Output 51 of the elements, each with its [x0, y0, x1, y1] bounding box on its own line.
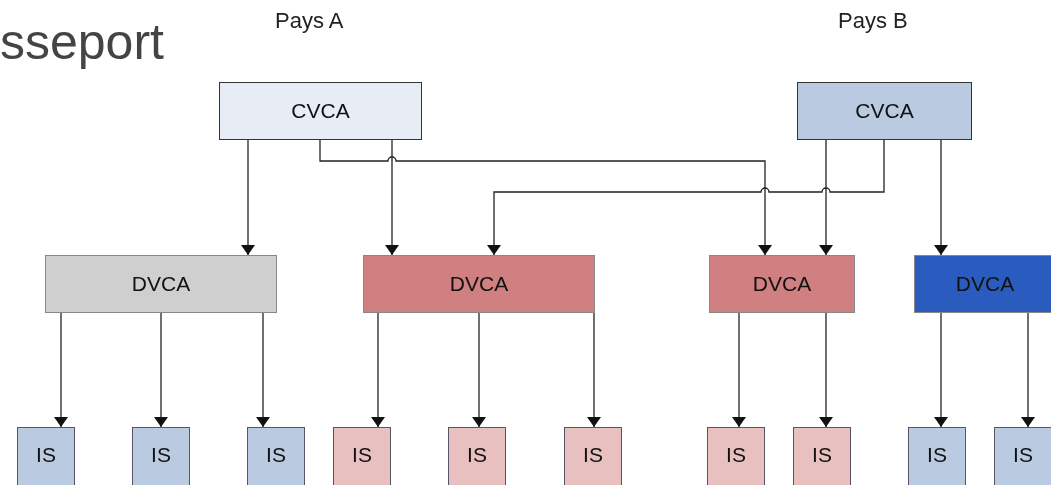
node-label: IS	[927, 443, 947, 467]
arrow	[371, 312, 385, 428]
arrow	[472, 312, 486, 428]
node-label: DVCA	[449, 272, 509, 296]
node-label: CVCA	[855, 99, 914, 123]
arrow	[819, 312, 833, 428]
node-label: IS	[352, 443, 372, 467]
node-label: IS	[266, 443, 286, 467]
dvca-box	[363, 255, 595, 313]
arrow	[934, 139, 948, 256]
node-label: IS	[151, 443, 171, 467]
arrow	[819, 139, 833, 256]
is-box	[247, 427, 305, 485]
is-box	[17, 427, 75, 485]
arrow	[256, 312, 270, 428]
is-box	[707, 427, 765, 485]
country-label: Pays A	[275, 8, 344, 34]
is-box	[448, 427, 506, 485]
node-label: DVCA	[752, 272, 812, 296]
arrow	[587, 312, 601, 428]
node-label: DVCA	[955, 272, 1015, 296]
node-label: IS	[467, 443, 487, 467]
title: sseport	[0, 13, 164, 72]
node-label: CVCA	[291, 99, 350, 123]
node-label: IS	[1013, 443, 1033, 467]
cvca-box	[797, 82, 972, 140]
arrow	[934, 312, 948, 428]
dvca-box	[45, 255, 277, 313]
is-box	[564, 427, 622, 485]
is-box	[132, 427, 190, 485]
is-box	[908, 427, 966, 485]
arrow	[154, 312, 168, 428]
node-label: IS	[812, 443, 832, 467]
dvca-box	[709, 255, 855, 313]
arrow	[241, 139, 255, 256]
arrow	[487, 139, 885, 256]
arrow	[385, 139, 399, 256]
node-label: IS	[726, 443, 746, 467]
cvca-box	[219, 82, 422, 140]
node-label: DVCA	[131, 272, 191, 296]
country-label: Pays B	[838, 8, 908, 34]
arrow	[319, 139, 772, 256]
is-box	[793, 427, 851, 485]
arrow	[732, 312, 746, 428]
node-label: IS	[36, 443, 56, 467]
is-box	[994, 427, 1051, 485]
node-label: IS	[583, 443, 603, 467]
arrow	[1021, 312, 1035, 428]
dvca-box	[914, 255, 1051, 313]
is-box	[333, 427, 391, 485]
arrow	[54, 312, 68, 428]
